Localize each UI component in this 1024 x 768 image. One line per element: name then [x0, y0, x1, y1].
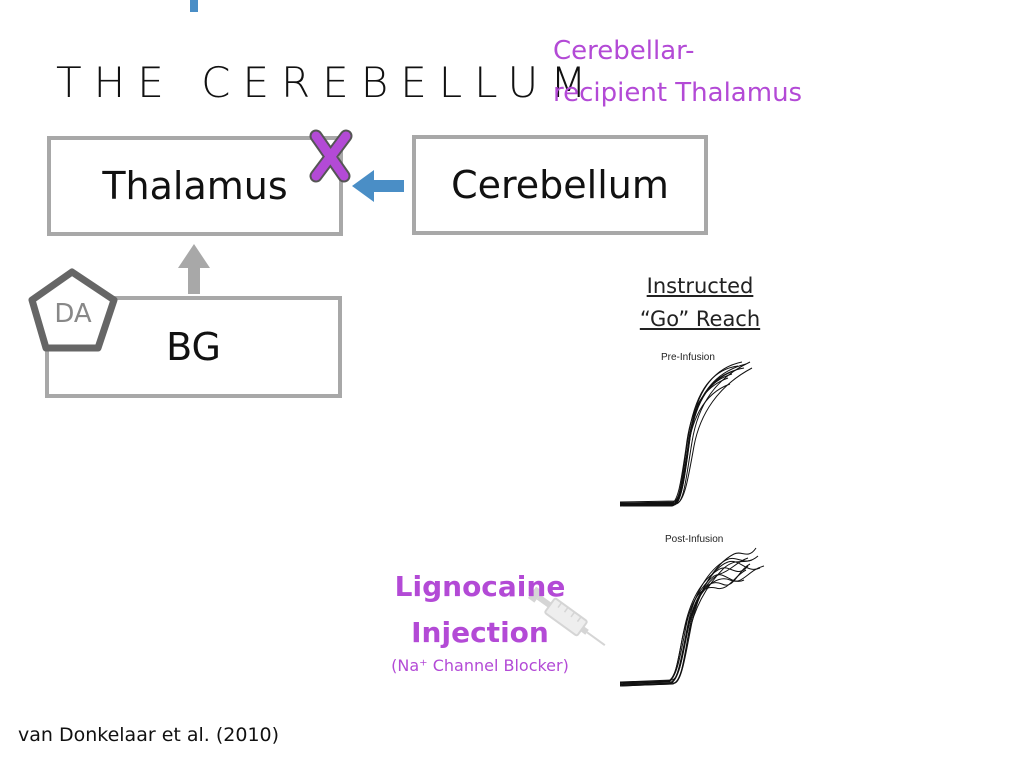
panel-heading-line-2: “Go” Reach — [639, 307, 761, 331]
cerebellum-to-thalamus-arrow — [352, 170, 404, 202]
thalamus-label: Thalamus — [102, 164, 288, 208]
thalamus-box: Thalamus — [47, 136, 343, 236]
pre-infusion-title: Pre-Infusion — [661, 352, 715, 363]
subtitle-line-2: recipient Thalamus — [553, 78, 803, 108]
injection-subtitle: (Na⁺ Channel Blocker) — [391, 656, 569, 675]
cerebellum-box: Cerebellum — [412, 135, 708, 235]
bg-to-thalamus-arrow — [178, 244, 210, 294]
pre-infusion-traces — [619, 361, 753, 507]
syringe-icon — [527, 586, 606, 647]
da-label: DA — [54, 299, 92, 329]
subtitle: Cerebellar- recipient Thalamus — [553, 30, 802, 114]
cerebellum-label: Cerebellum — [451, 163, 669, 207]
injection-title: Lignocaine Injection — [360, 564, 600, 656]
subtitle-line-1: Cerebellar- — [553, 36, 695, 66]
post-infusion-traces — [619, 547, 765, 687]
da-pentagon: DA — [28, 268, 118, 352]
bg-label: BG — [166, 325, 221, 369]
top-accent-bar — [190, 0, 198, 12]
citation: van Donkelaar et al. (2010) — [18, 724, 280, 746]
pentagon-shape — [28, 268, 118, 352]
slide-title: THE CEREBELLUM — [56, 58, 599, 107]
injection-title-line-2: Injection — [411, 616, 549, 649]
panel-heading-line-1: Instructed — [646, 274, 754, 298]
panel-heading: Instructed “Go” Reach — [626, 270, 774, 336]
injection-title-line-1: Lignocaine — [394, 570, 566, 603]
x-mark-icon — [309, 129, 353, 183]
post-infusion-title: Post-Infusion — [665, 534, 724, 545]
